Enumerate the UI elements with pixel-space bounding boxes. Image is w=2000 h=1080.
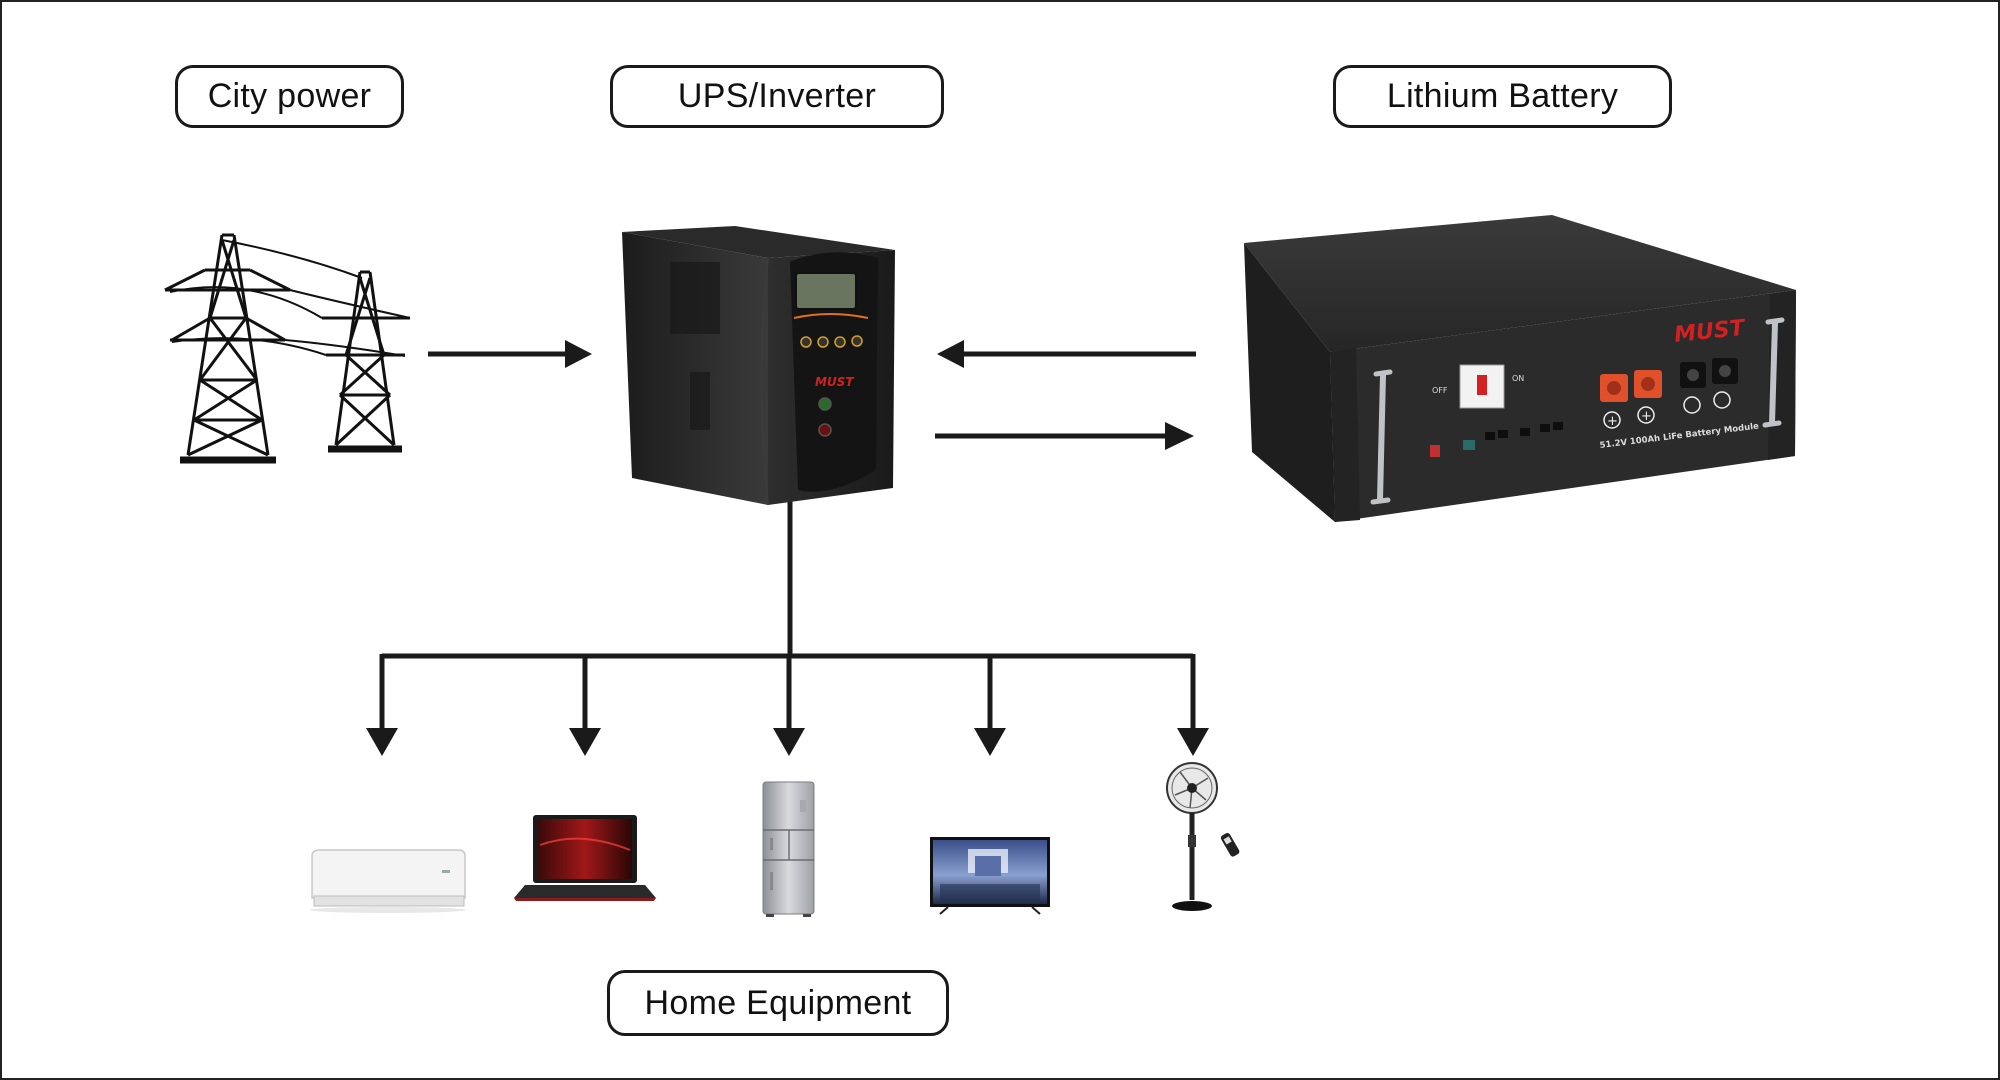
arrowhead-fridge (773, 728, 805, 756)
ups-to-battery-arrow (935, 422, 1194, 450)
lithium-battery-device: OFF ON + + MUST 51.2V 100Ah LiFe Battery… (1244, 215, 1796, 522)
large-tower-icon (164, 233, 291, 464)
small-tower-icon (322, 270, 410, 453)
ups-inverter-device: MUST (622, 226, 895, 506)
city-power-label: City power (175, 65, 404, 128)
positive-terminals-icon: + + (1600, 370, 1662, 429)
transmission-towers-icon (164, 233, 411, 464)
fan-remote-icon (1220, 832, 1240, 857)
ups-red-button-icon (818, 423, 832, 437)
svg-text:+: + (1641, 409, 1652, 424)
breaker-on-label: ON (1512, 374, 1524, 383)
distribution-lines (379, 500, 1196, 730)
city-to-ups-arrow (428, 340, 592, 368)
home-equipment-label: Home Equipment (607, 970, 949, 1036)
arrowhead-ac (366, 728, 398, 756)
ups-brand-logo: MUST (815, 375, 854, 389)
appliance-arrowheads (366, 728, 1209, 756)
battery-to-ups-arrow (937, 340, 1196, 368)
laptop-icon (514, 815, 656, 901)
arrowhead-tv (974, 728, 1006, 756)
negative-terminals-icon (1680, 358, 1738, 414)
arrowhead-laptop (569, 728, 601, 756)
svg-text:+: + (1607, 414, 1618, 429)
ups-inverter-label: UPS/Inverter (610, 65, 944, 128)
lithium-battery-label: Lithium Battery (1333, 65, 1672, 128)
refrigerator-icon (762, 781, 815, 917)
air-conditioner-icon (310, 849, 466, 913)
standing-fan-icon (1166, 762, 1240, 911)
arrowhead-fan (1177, 728, 1209, 756)
television-icon (930, 837, 1050, 915)
breaker-off-label: OFF (1432, 386, 1448, 395)
ups-green-button-icon (818, 397, 832, 411)
